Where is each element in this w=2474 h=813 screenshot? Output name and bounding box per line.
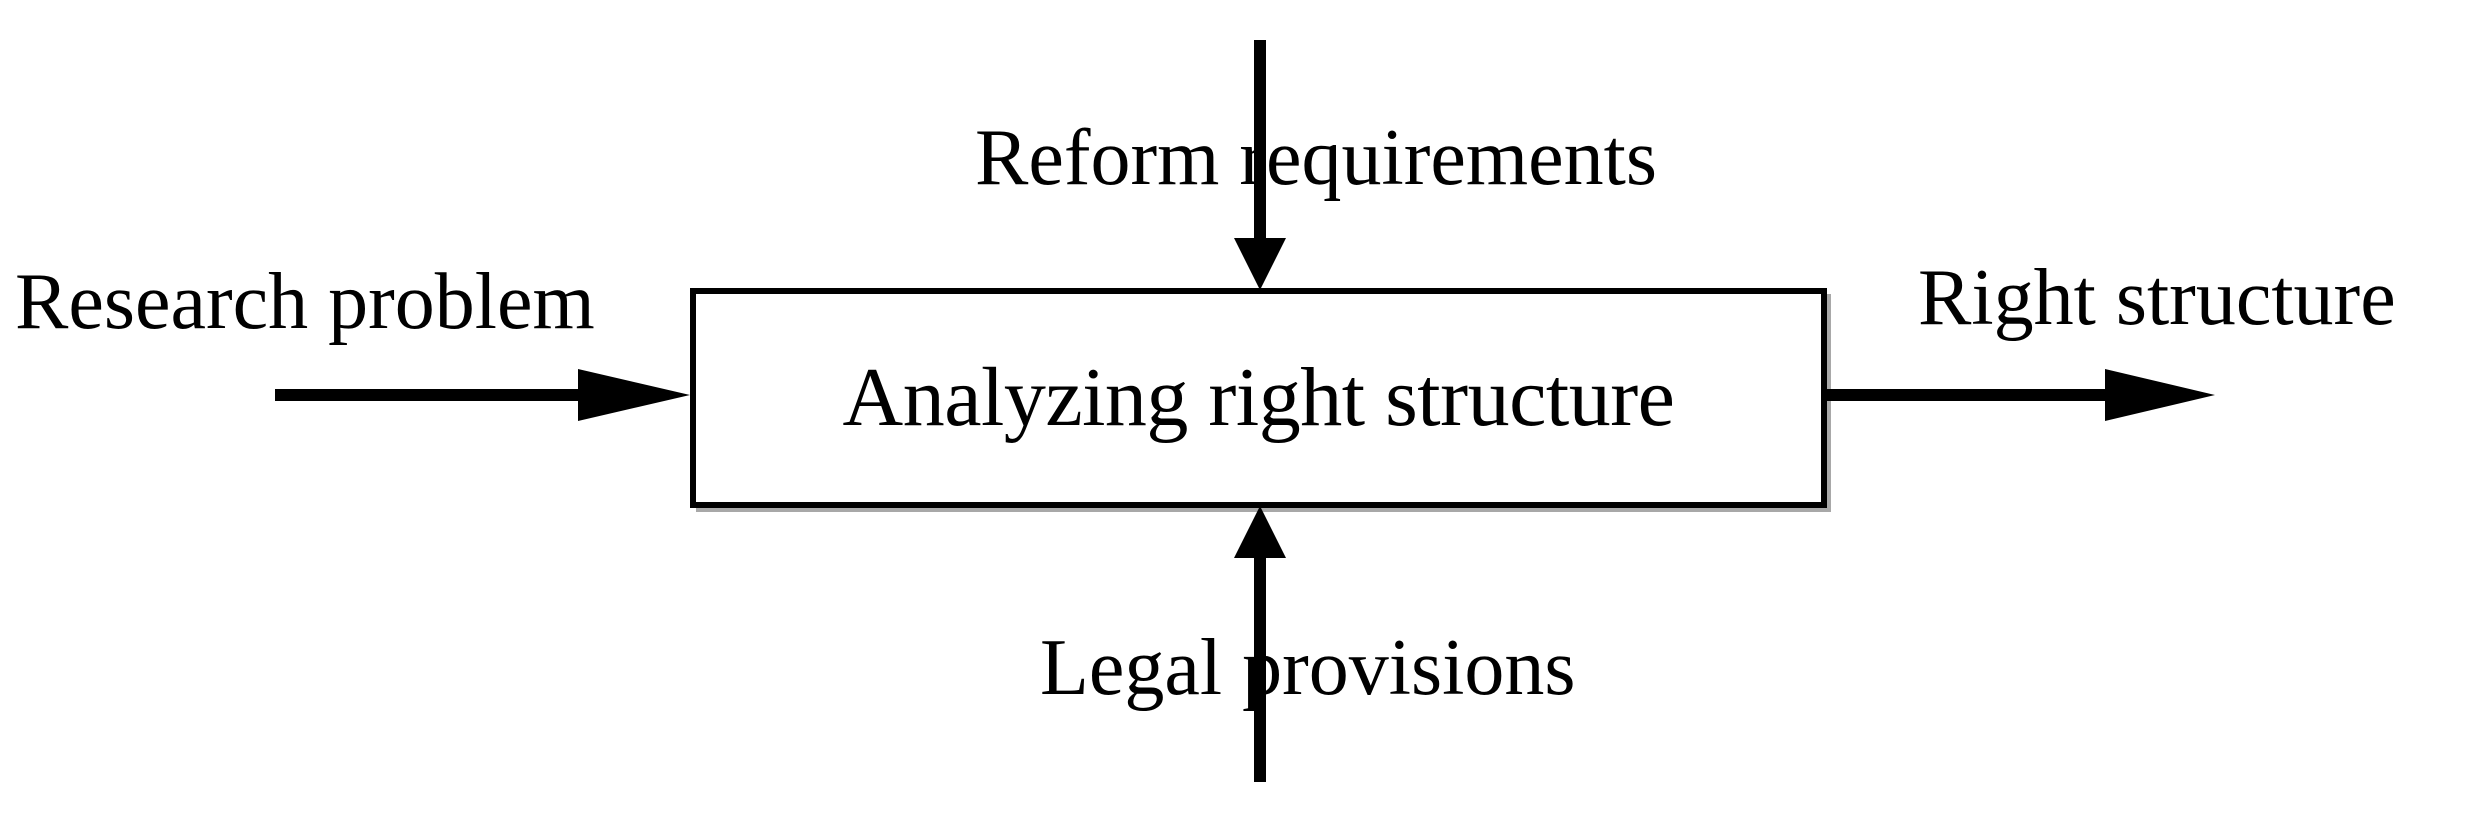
control-arrow [1234, 40, 1286, 290]
control-flow-label: Reform requirements [975, 114, 1657, 202]
input-arrow [275, 369, 690, 421]
mechanism-flow-label: Legal provisions [1040, 624, 1576, 712]
output-flow-label: Right structure [1918, 254, 2396, 342]
process-box[interactable]: Analyzing right structure [690, 288, 1827, 508]
output-arrow [1827, 369, 2215, 421]
input-flow-label: Research problem [15, 258, 595, 346]
mechanism-arrow [1234, 506, 1286, 782]
process-box-label: Analyzing right structure [842, 351, 1675, 444]
